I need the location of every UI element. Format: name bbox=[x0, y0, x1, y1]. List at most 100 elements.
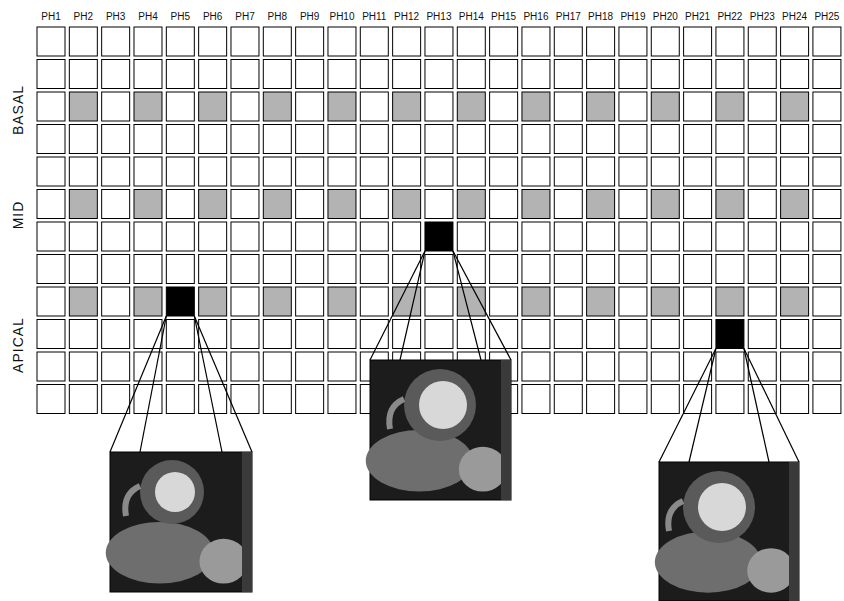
phase-cell bbox=[748, 157, 776, 186]
phase-cell bbox=[166, 125, 194, 154]
phase-cell bbox=[781, 157, 809, 186]
phase-cell bbox=[813, 190, 841, 219]
phase-cell bbox=[457, 60, 485, 89]
phase-cell bbox=[263, 320, 291, 349]
phase-cell bbox=[457, 222, 485, 251]
phase-cell bbox=[296, 255, 324, 284]
phase-cell bbox=[134, 255, 162, 284]
phase-cell bbox=[813, 125, 841, 154]
phase-cell bbox=[134, 157, 162, 186]
phase-cell bbox=[716, 190, 744, 219]
right-ventricle bbox=[125, 486, 140, 516]
phase-cell bbox=[37, 287, 65, 316]
phase-label: PH25 bbox=[814, 12, 839, 22]
phase-cell bbox=[393, 27, 421, 56]
phase-cell bbox=[684, 287, 712, 316]
phase-cell bbox=[102, 222, 130, 251]
phase-cell bbox=[360, 125, 388, 154]
phase-cell bbox=[263, 222, 291, 251]
phase-cell bbox=[393, 287, 421, 316]
phase-cell bbox=[425, 92, 453, 121]
blood-pool bbox=[155, 472, 195, 512]
phase-cell bbox=[134, 60, 162, 89]
stomach bbox=[747, 548, 795, 592]
phase-cell bbox=[69, 222, 97, 251]
phase-cell bbox=[522, 157, 550, 186]
leader-line bbox=[453, 251, 481, 360]
phase-cell bbox=[651, 92, 679, 121]
blood-pool bbox=[419, 381, 467, 429]
phase-cell bbox=[813, 287, 841, 316]
phase-cell bbox=[69, 92, 97, 121]
phase-cell bbox=[651, 125, 679, 154]
phase-cell bbox=[716, 255, 744, 284]
phase-cell bbox=[813, 352, 841, 381]
phase-cell bbox=[425, 287, 453, 316]
phase-cell bbox=[69, 157, 97, 186]
phase-cell bbox=[684, 385, 712, 414]
phase-cell bbox=[619, 27, 647, 56]
phase-cell bbox=[587, 352, 615, 381]
phase-cell bbox=[102, 27, 130, 56]
phase-label: PH10 bbox=[329, 12, 354, 22]
phase-cell bbox=[328, 287, 356, 316]
phase-cell bbox=[748, 60, 776, 89]
body-wall bbox=[789, 462, 799, 601]
phase-cell bbox=[716, 385, 744, 414]
phase-label: PH8 bbox=[268, 12, 287, 22]
phase-cell bbox=[684, 27, 712, 56]
phase-cell bbox=[69, 352, 97, 381]
phase-cell bbox=[587, 222, 615, 251]
phase-cell bbox=[554, 157, 582, 186]
phase-cell bbox=[619, 190, 647, 219]
phase-cell bbox=[651, 352, 679, 381]
phase-cell bbox=[425, 157, 453, 186]
phase-cell bbox=[296, 352, 324, 381]
phase-cell bbox=[490, 287, 518, 316]
phase-cell bbox=[37, 190, 65, 219]
phase-cell bbox=[360, 27, 388, 56]
liver-tissue bbox=[366, 430, 473, 492]
phase-cell bbox=[263, 125, 291, 154]
phase-cell bbox=[457, 157, 485, 186]
phase-cell bbox=[360, 190, 388, 219]
phase-cell bbox=[328, 352, 356, 381]
phase-cell bbox=[587, 255, 615, 284]
phase-cell bbox=[619, 352, 647, 381]
phase-label: PH15 bbox=[491, 12, 516, 22]
phase-label: PH20 bbox=[653, 12, 678, 22]
phase-cell bbox=[490, 222, 518, 251]
phase-cell bbox=[328, 190, 356, 219]
phase-cell bbox=[684, 190, 712, 219]
phase-cell bbox=[102, 92, 130, 121]
phase-cell bbox=[781, 125, 809, 154]
phase-cell bbox=[619, 222, 647, 251]
phase-cell bbox=[651, 190, 679, 219]
phase-cell bbox=[102, 190, 130, 219]
phase-cell bbox=[684, 255, 712, 284]
phase-cell bbox=[37, 157, 65, 186]
phase-label: PH22 bbox=[717, 12, 742, 22]
phase-cell bbox=[684, 222, 712, 251]
phase-cell bbox=[587, 92, 615, 121]
phase-cell bbox=[716, 157, 744, 186]
phase-cell bbox=[328, 60, 356, 89]
phase-cell bbox=[716, 222, 744, 251]
phase-cell bbox=[490, 320, 518, 349]
phase-cell bbox=[554, 60, 582, 89]
phase-cell bbox=[360, 157, 388, 186]
phase-cell bbox=[231, 255, 259, 284]
myocardium bbox=[140, 460, 204, 524]
leader-line bbox=[110, 316, 166, 452]
phase-cell bbox=[651, 255, 679, 284]
leader-line bbox=[744, 349, 769, 463]
phase-cell bbox=[716, 60, 744, 89]
phase-cell bbox=[522, 27, 550, 56]
phase-cell bbox=[619, 320, 647, 349]
phase-cell bbox=[231, 287, 259, 316]
phase-cell bbox=[425, 60, 453, 89]
phase-cell bbox=[651, 27, 679, 56]
phase-cell bbox=[134, 92, 162, 121]
phase-cell bbox=[69, 385, 97, 414]
